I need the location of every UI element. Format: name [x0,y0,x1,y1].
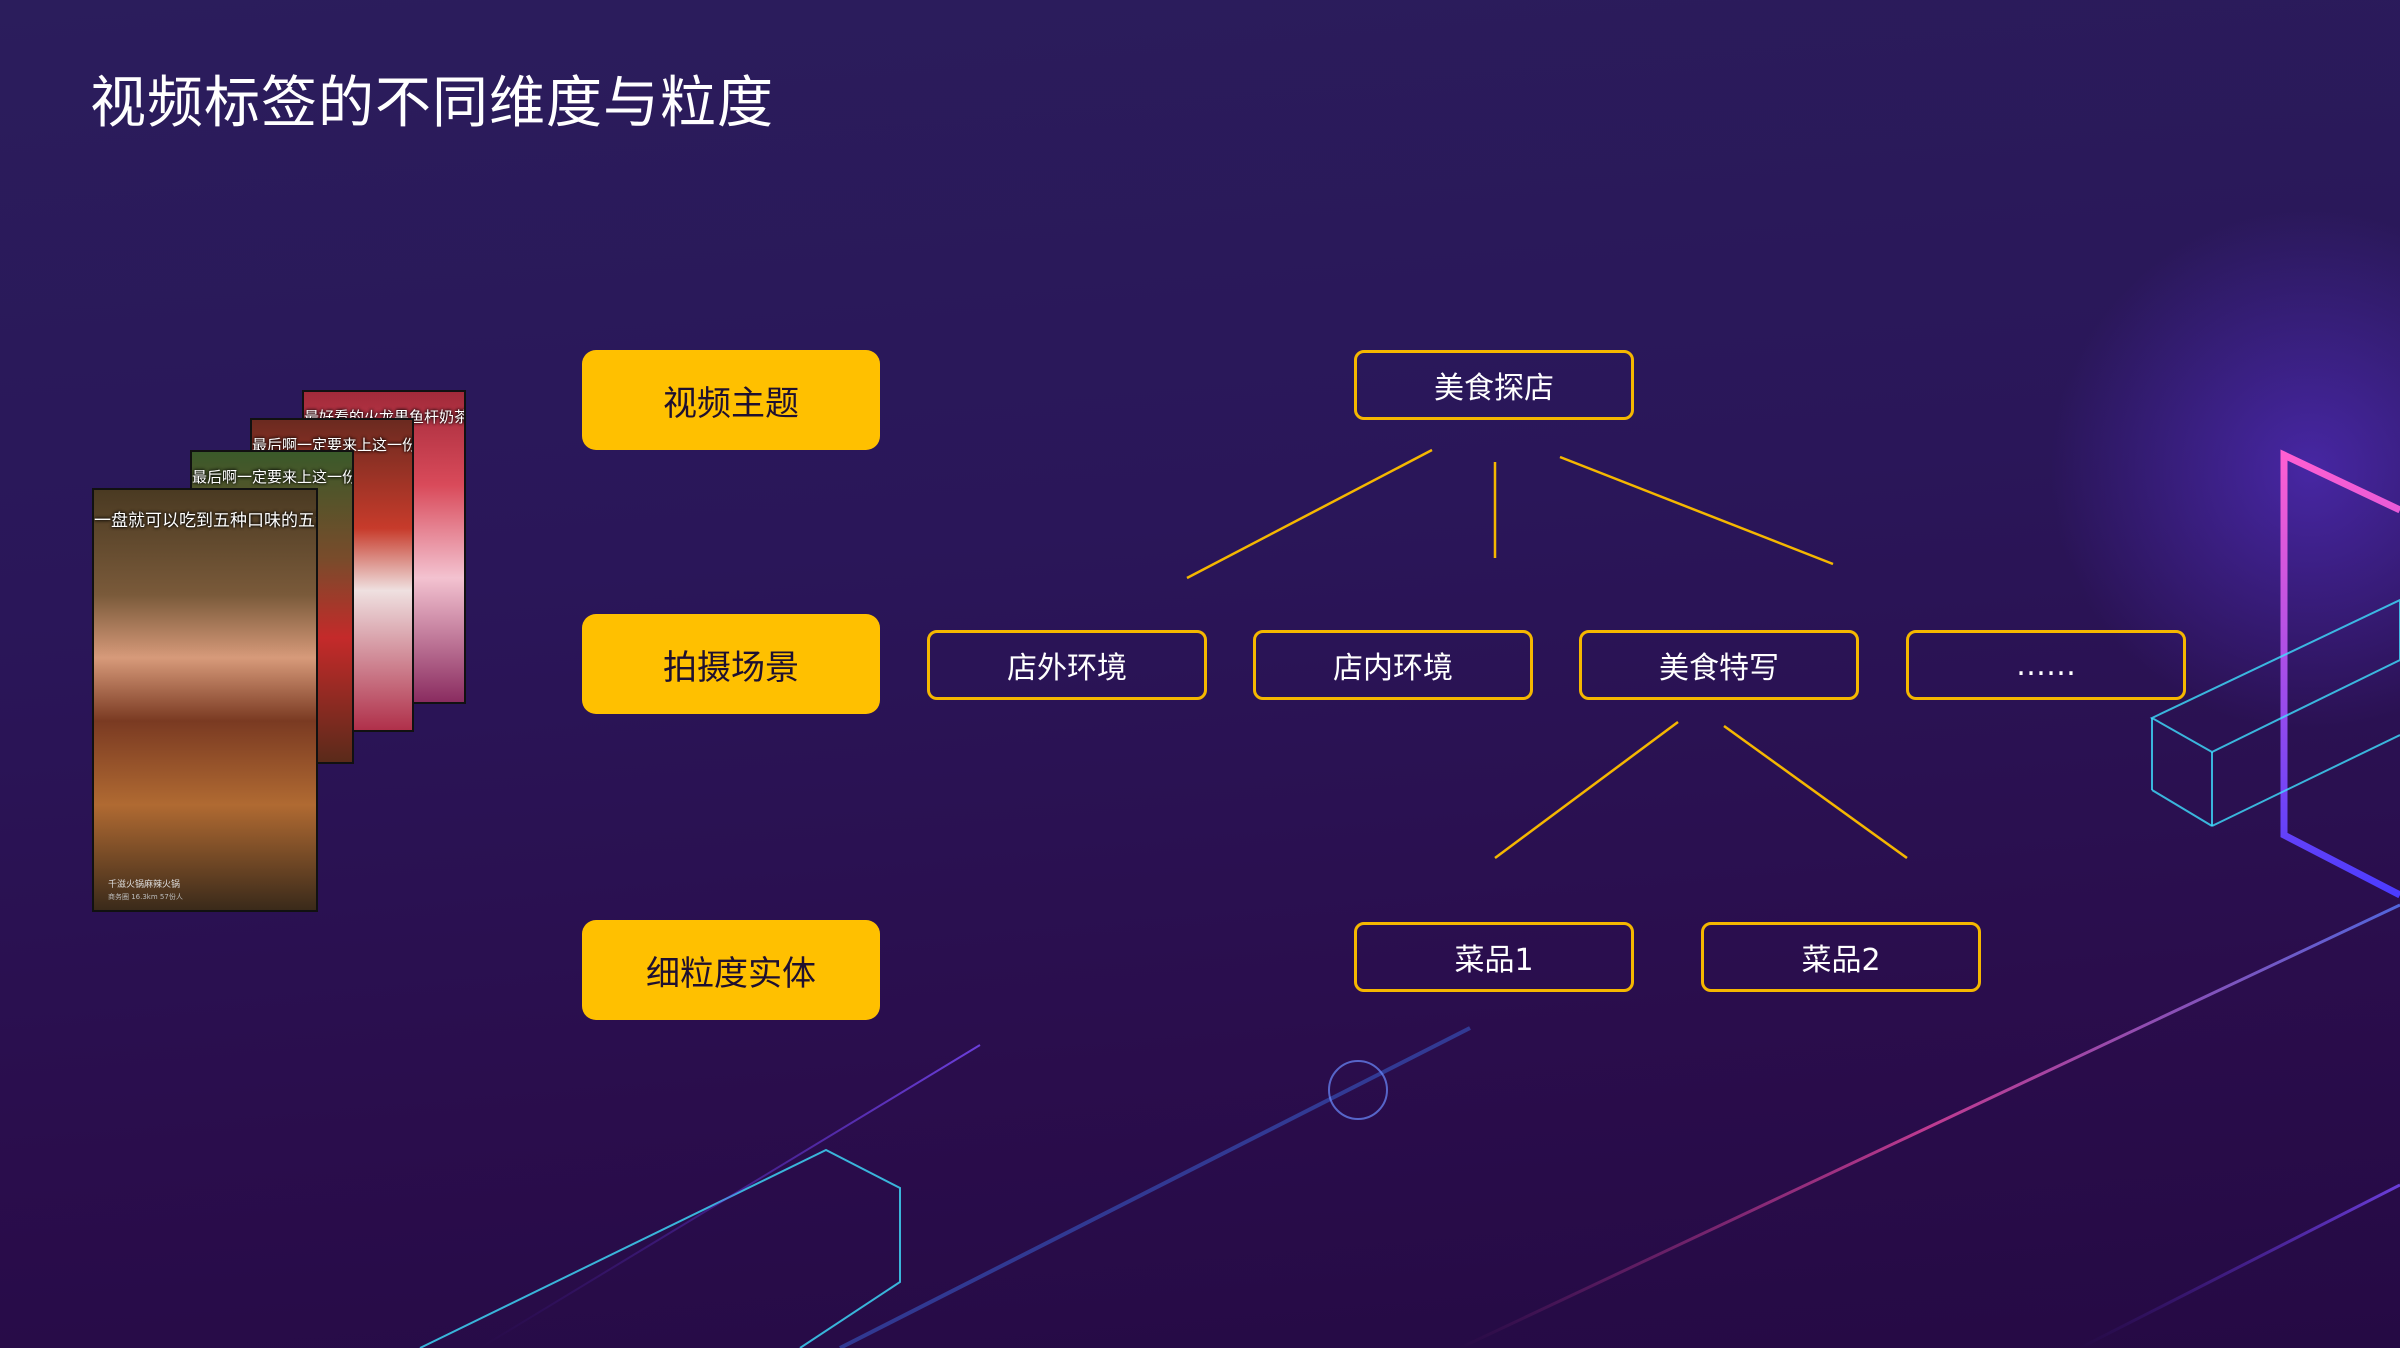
neon-frame [2280,449,2400,899]
page-title: 视频标签的不同维度与粒度 [90,71,774,136]
connector-root-closeup [1559,455,1834,566]
light-beam [479,1044,981,1348]
light-beam [1459,903,2400,1348]
glow-spot [2050,210,2400,730]
level-label-shooting-scene: 拍摄场景 [582,614,880,714]
video-thumbnail-main: 一盘就可以吃到五种口味的五湖牛肉 千滋火锅麻辣火锅 商务圈 16.3km 57份… [92,488,318,912]
node-food-exploration: 美食探店 [1354,350,1634,420]
ring-decoration [1328,1060,1388,1120]
node-inside-environment: 店内环境 [1253,630,1533,700]
node-more: …… [1906,630,2186,700]
connector-closeup-dish1 [1494,720,1679,860]
light-beam [2079,1183,2400,1348]
connector-root-outside [1186,448,1433,580]
level-label-fine-grained-entity: 细粒度实体 [582,920,880,1020]
node-dish-1: 菜品1 [1354,922,1634,992]
connector-closeup-dish2 [1723,724,1908,860]
node-food-closeup: 美食特写 [1579,630,1859,700]
neon-cube-right [2149,598,2400,754]
light-beam [839,1026,1471,1348]
neon-cube-left [419,1148,901,1348]
level-label-video-theme: 视频主题 [582,350,880,450]
node-outside-environment: 店外环境 [927,630,1207,700]
node-dish-2: 菜品2 [1701,922,1981,992]
